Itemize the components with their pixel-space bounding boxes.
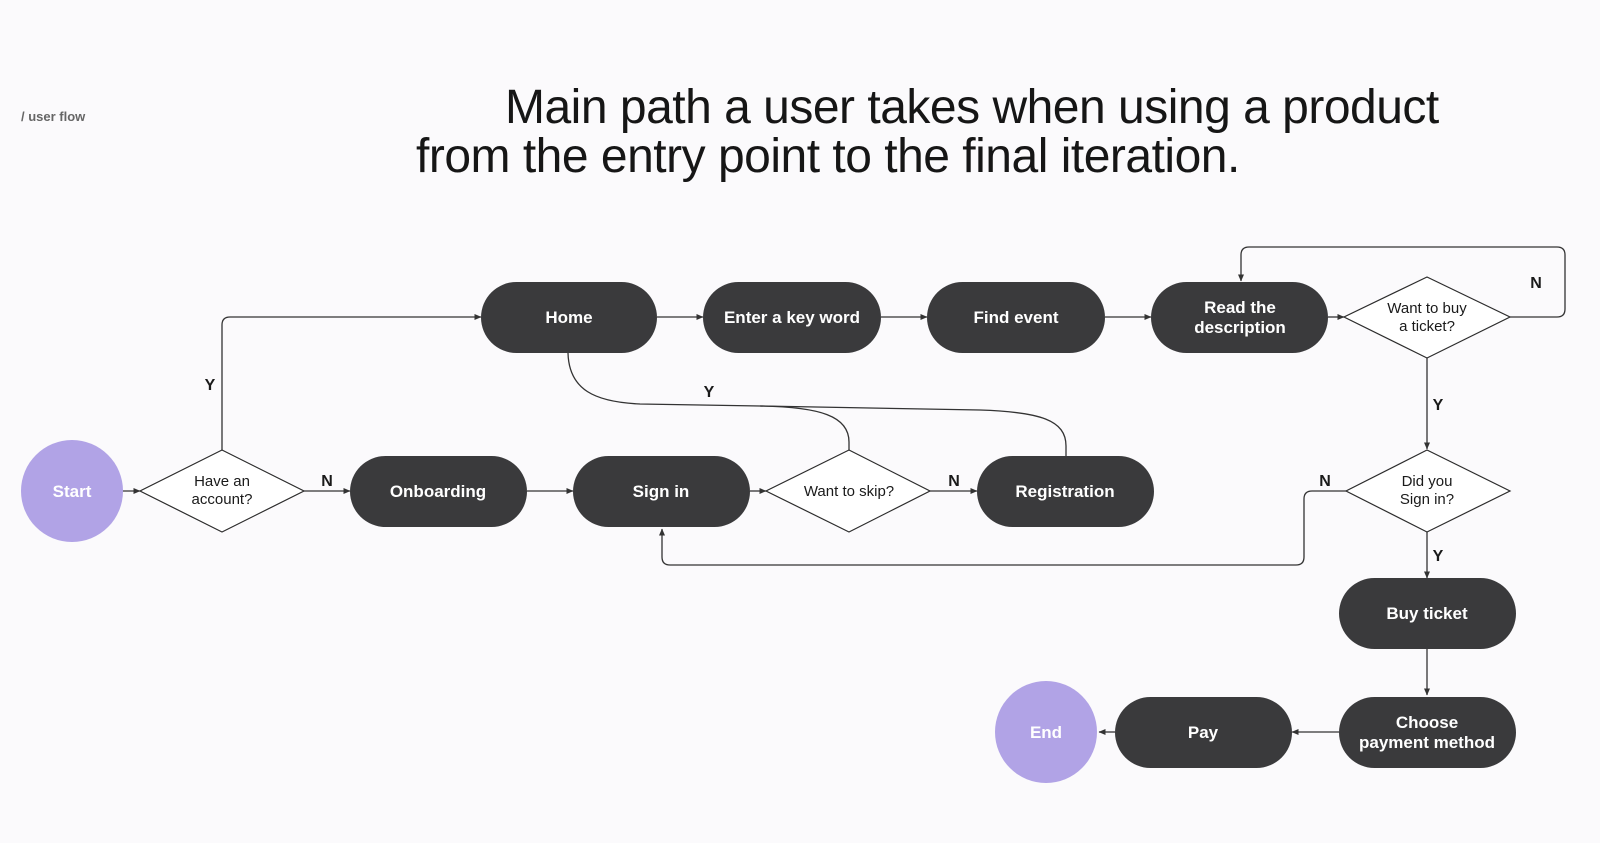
label-account-no: N (321, 473, 333, 490)
label-buy-yes: Y (1433, 397, 1444, 414)
edge-labels: Y N Y N N Y N Y (205, 275, 1542, 565)
have-account-decision: Have an account? (138, 449, 306, 533)
page-title: Main path a user takes when using a prod… (0, 83, 1600, 181)
did-you-sign-in-decision: Did you Sign in? (1344, 449, 1512, 533)
onboarding-node: Onboarding (350, 456, 527, 527)
edge-want-to-buy-loop-back (1238, 246, 1566, 318)
choose-payment-node: Choose payment method (1339, 697, 1516, 768)
want-to-buy-line-2: a ticket? (1399, 318, 1455, 335)
did-you-sign-in-line-2: Sign in? (1400, 491, 1454, 508)
choose-payment-line-1: Choose (1396, 713, 1458, 732)
label-skip-no: N (948, 473, 960, 490)
start-label: Start (53, 482, 92, 501)
label-account-yes: Y (205, 377, 216, 394)
pay-node: Pay (1115, 697, 1292, 768)
buy-ticket-node: Buy ticket (1339, 578, 1516, 649)
edge-skip-to-home (567, 352, 850, 450)
home-node: Home (481, 282, 657, 353)
title-line-2: from the entry point to the final iterat… (416, 130, 1240, 183)
edges (122, 246, 1566, 735)
home-label: Home (545, 308, 592, 327)
end-node: End (995, 681, 1097, 783)
find-event-node: Find event (927, 282, 1105, 353)
label-buy-no: N (1530, 275, 1542, 292)
edge-have-account-to-home (221, 314, 482, 450)
did-you-sign-in-line-1: Did you (1402, 473, 1453, 490)
onboarding-label: Onboarding (390, 482, 486, 501)
sign-in-label: Sign in (633, 482, 690, 501)
want-to-buy-decision: Want to buy a ticket? (1342, 276, 1512, 359)
edge-registration-to-home (759, 405, 1067, 456)
pay-label: Pay (1188, 723, 1219, 742)
registration-label: Registration (1015, 482, 1114, 501)
end-label: End (1030, 723, 1062, 742)
section-tag: / user flow (21, 109, 86, 124)
read-description-node: Read the description (1151, 282, 1328, 353)
have-account-line-2: account? (192, 491, 253, 508)
enter-key-word-label: Enter a key word (724, 308, 860, 327)
have-account-line-1: Have an (194, 473, 250, 490)
start-node: Start (21, 440, 123, 542)
read-description-line-1: Read the (1204, 298, 1276, 317)
label-signin-no: N (1319, 473, 1331, 490)
title-line-1: Main path a user takes when using a prod… (505, 81, 1439, 134)
registration-node: Registration (977, 456, 1154, 527)
find-event-label: Find event (973, 308, 1058, 327)
want-to-skip-label: Want to skip? (804, 483, 894, 500)
read-description-line-2: description (1194, 318, 1286, 337)
label-signin-yes: Y (1433, 548, 1444, 565)
edge-did-you-sign-in-to-sign-in (659, 490, 1346, 566)
enter-key-word-node: Enter a key word (703, 282, 881, 353)
want-to-skip-decision: Want to skip? (764, 449, 932, 533)
label-skip-yes: Y (704, 384, 715, 401)
want-to-buy-line-1: Want to buy (1387, 300, 1467, 317)
choose-payment-line-2: payment method (1359, 733, 1495, 752)
buy-ticket-label: Buy ticket (1386, 604, 1468, 623)
sign-in-node: Sign in (573, 456, 750, 527)
